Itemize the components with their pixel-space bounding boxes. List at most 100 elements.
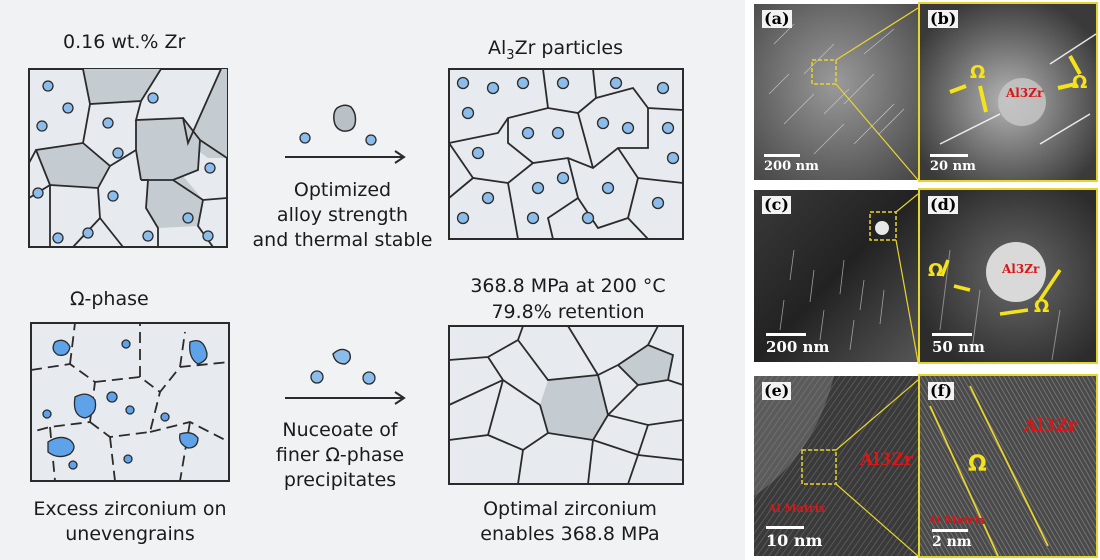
arrow-group-bottom [285,348,406,405]
omega-precipitate [73,393,97,419]
omega-precipitate [52,339,71,356]
micrograph-f: (f) Al3Zr Ω Al Matrix 2 nm [918,374,1098,558]
omega-precipitate [160,412,170,422]
scale-label: 20 nm [930,159,976,174]
al3zr-suffix: Zr particles [514,37,623,59]
al3zr-annotation: Al3Zr [1006,86,1044,100]
arrow1-line: Optimized [293,179,392,201]
panel-label: (e) [762,381,792,400]
zr-particle-icon [365,134,377,146]
arrow1-caption: Optimized alloy strength and thermal sta… [235,178,450,253]
panel-label: (f) [928,381,955,400]
panel-label: (b) [928,9,959,28]
al3zr-annotation: Al3Zr [1002,262,1040,276]
scale-label: 10 nm [766,531,823,550]
omega-annotation: Ω [928,260,944,281]
scale-bar: 50 nm [932,333,985,356]
omega-precipitate [125,405,135,415]
scale-bar: 10 nm [766,526,822,550]
scale-label: 2 nm [932,534,972,550]
micrograph-b: (b) Al3Zr Ω Ω 20 nm [918,2,1098,182]
omega-precipitate [179,432,199,449]
zr-particle [32,187,44,199]
omega-precipitate [42,409,52,419]
arrow2-line: finer Ω-phase [275,444,405,466]
zr-particle [147,92,159,104]
schematic-diagram: 0.16 wt.% Zr Al3Zr particles [0,0,745,560]
zr-particle-icon [310,370,324,384]
zr-particle [204,162,216,174]
matrix-annotation: Al Matrix [768,502,826,515]
omega-precipitate [189,339,208,365]
optimal-line: enables 368.8 MPa [480,523,660,545]
grain-panel-omega [30,322,230,482]
panel-label: (c) [762,195,791,214]
arrow1-line: alloy strength [276,204,409,226]
micrograph-a: (a) 200 nm [754,4,918,180]
dark-grain [136,118,200,180]
micrograph-grid: (a) 200 nm (b) Al3Zr Ω Ω 20 nm [748,0,1100,560]
zr-particle [42,80,54,92]
excess-caption: Excess zirconium on unevengrains [10,497,250,547]
zr-content-label: 0.16 wt.% Zr [63,31,186,53]
omega-precipitate [106,391,118,403]
zr-particle [62,102,74,114]
scale-label: 200 nm [764,159,819,174]
scale-bar: 200 nm [766,333,829,356]
omega-precipitate [121,339,131,349]
zr-particle-icon [362,371,376,385]
matrix-annotation: Al Matrix [928,514,986,527]
zr-particle-icon [299,132,311,144]
arrow1-line: and thermal stable [252,229,433,251]
micrograph-d: (d) Al3Zr Ω Ω 50 nm [918,188,1098,364]
zr-particle [202,230,214,242]
zr-particle [142,230,154,242]
panel-label: (d) [928,195,959,214]
scale-bar: 20 nm [930,154,976,174]
omega-precipitate [123,454,133,464]
dark-grain [83,69,161,104]
dark-grain [540,375,608,440]
scale-bar: 2 nm [932,529,972,550]
zr-particle [52,232,64,244]
zr-particle [36,120,48,132]
al3zr-prefix: Al [488,37,507,59]
grain-panel-optimal [448,325,684,485]
strength-line: 79.8% retention [491,301,645,323]
al3zr-particles-label: Al3Zr particles [488,36,623,68]
excess-line: unevengrains [65,523,195,545]
omega-particle-icon [332,348,352,365]
arrow2-line: precipitates [283,469,397,491]
al3zr-annotation: Al3Zr [860,450,913,470]
strength-line: 368.8 MPa at 200 °C [470,275,666,297]
omega-precipitate [68,460,78,470]
scale-label: 200 nm [766,338,830,356]
dark-grain [618,345,673,385]
arrow2-caption: Nuceoate of finer Ω-phase precipitates [240,418,440,493]
zr-particle [102,117,114,129]
al3zr-subscript: 3 [506,47,515,63]
panel-label: (a) [762,9,792,28]
omega-phase-label: Ω-phase [70,288,149,310]
al3zr-particle-icon [333,104,357,132]
zr-particle [82,227,94,239]
micrograph-c: (c) 200 nm [754,190,918,362]
omega-annotation: Ω [970,62,986,83]
al3zr-annotation: Al3Zr [1024,416,1077,436]
zr-particle [182,212,194,224]
optimal-caption: Optimal zirconium enables 368.8 MPa [452,497,688,547]
strength-caption: 368.8 MPa at 200 °C 79.8% retention [450,273,686,325]
arrow2-line: Nuceoate of [282,419,398,441]
scale-bar: 200 nm [764,154,819,174]
grain-panel-initial [28,68,228,248]
grain-panel-al3zr [448,68,684,240]
excess-line: Excess zirconium on [33,498,227,520]
arrow-group-top [285,104,406,164]
zr-particle [112,147,124,159]
optimal-line: Optimal zirconium [483,498,657,520]
zr-particle [107,190,119,202]
omega-precipitate [47,436,75,458]
scale-label: 50 nm [932,338,985,356]
micrograph-e: (e) Al3Zr Al Matrix 10 nm [754,376,918,556]
omega-annotation: Ω [1072,72,1088,93]
